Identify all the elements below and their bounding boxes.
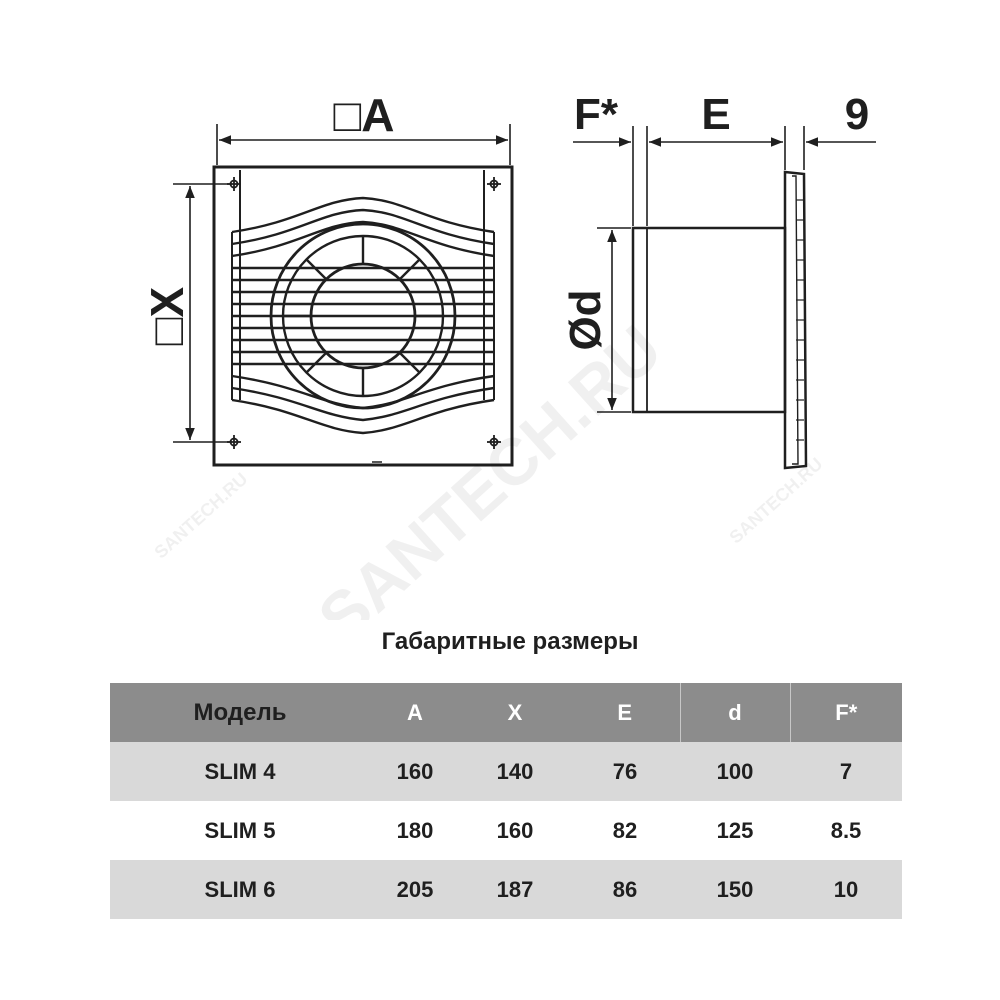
- cell-f: 10: [790, 860, 902, 919]
- impeller-outer-ring: [269, 222, 457, 410]
- table-header-row: Модель A X E d F*: [110, 683, 902, 742]
- front-view: [212, 165, 514, 467]
- dimensions-table: Модель A X E d F* SLIM 4 160 140 76 100 …: [110, 683, 902, 919]
- grille-profile: [783, 170, 808, 470]
- cell-d: 150: [680, 860, 790, 919]
- cell-e: 86: [570, 860, 680, 919]
- header-e: E: [570, 683, 680, 742]
- header-model: Модель: [110, 683, 370, 742]
- header-x: X: [460, 683, 570, 742]
- dimension-e-label: E: [701, 90, 730, 139]
- fan-dimension-drawing: □A □X F* E 9: [141, 89, 876, 620]
- duct-body: [631, 226, 787, 414]
- cell-model: SLIM 4: [110, 742, 370, 801]
- cell-d: 125: [716, 817, 754, 843]
- front-panel-outline: [212, 165, 514, 467]
- cell-d: 100: [680, 742, 790, 801]
- dimension-x: [173, 183, 232, 443]
- impeller-blades: [283, 236, 443, 396]
- cell-f: 7: [790, 742, 902, 801]
- watermark-small-right: SANTECH.RU: [725, 454, 826, 548]
- cell-x: 160: [496, 817, 534, 843]
- cell-x: 187: [460, 860, 570, 919]
- header-f: F*: [789, 683, 902, 742]
- table-row: SLIM 6 205 187 86 150 10: [110, 860, 902, 919]
- watermark-small-left: SANTECH.RU: [150, 469, 251, 563]
- cell-a: 205: [370, 860, 460, 919]
- cell-a: 160: [370, 742, 460, 801]
- grille-slats: [231, 196, 495, 435]
- header-d: d: [679, 683, 790, 742]
- cell-e: 82: [612, 817, 638, 843]
- cell-a: 180: [396, 817, 434, 843]
- cell-e: 76: [570, 742, 680, 801]
- dimension-9-label: 9: [845, 90, 869, 139]
- dimension-a-label: □A: [333, 89, 394, 141]
- dimension-d-label: Ød: [561, 289, 610, 350]
- dimension-e-f-9: [573, 126, 876, 226]
- dimension-f-label: F*: [574, 90, 619, 139]
- table-title: Габаритные размеры: [381, 628, 639, 655]
- table-row: SLIM 4 160 140 76 100 7: [110, 742, 902, 801]
- cell-model: SLIM 6: [110, 860, 370, 919]
- cell-f: 8.5: [830, 817, 862, 843]
- table-row: SLIM 5 180 160 82 125 8.5: [110, 801, 902, 860]
- dimension-a: [216, 124, 511, 165]
- dimension-x-label: □X: [141, 286, 193, 345]
- header-a: A: [370, 683, 460, 742]
- cell-model: SLIM 5: [204, 817, 276, 843]
- dimension-d: [597, 227, 631, 413]
- cell-x: 140: [460, 742, 570, 801]
- side-view: [631, 170, 808, 470]
